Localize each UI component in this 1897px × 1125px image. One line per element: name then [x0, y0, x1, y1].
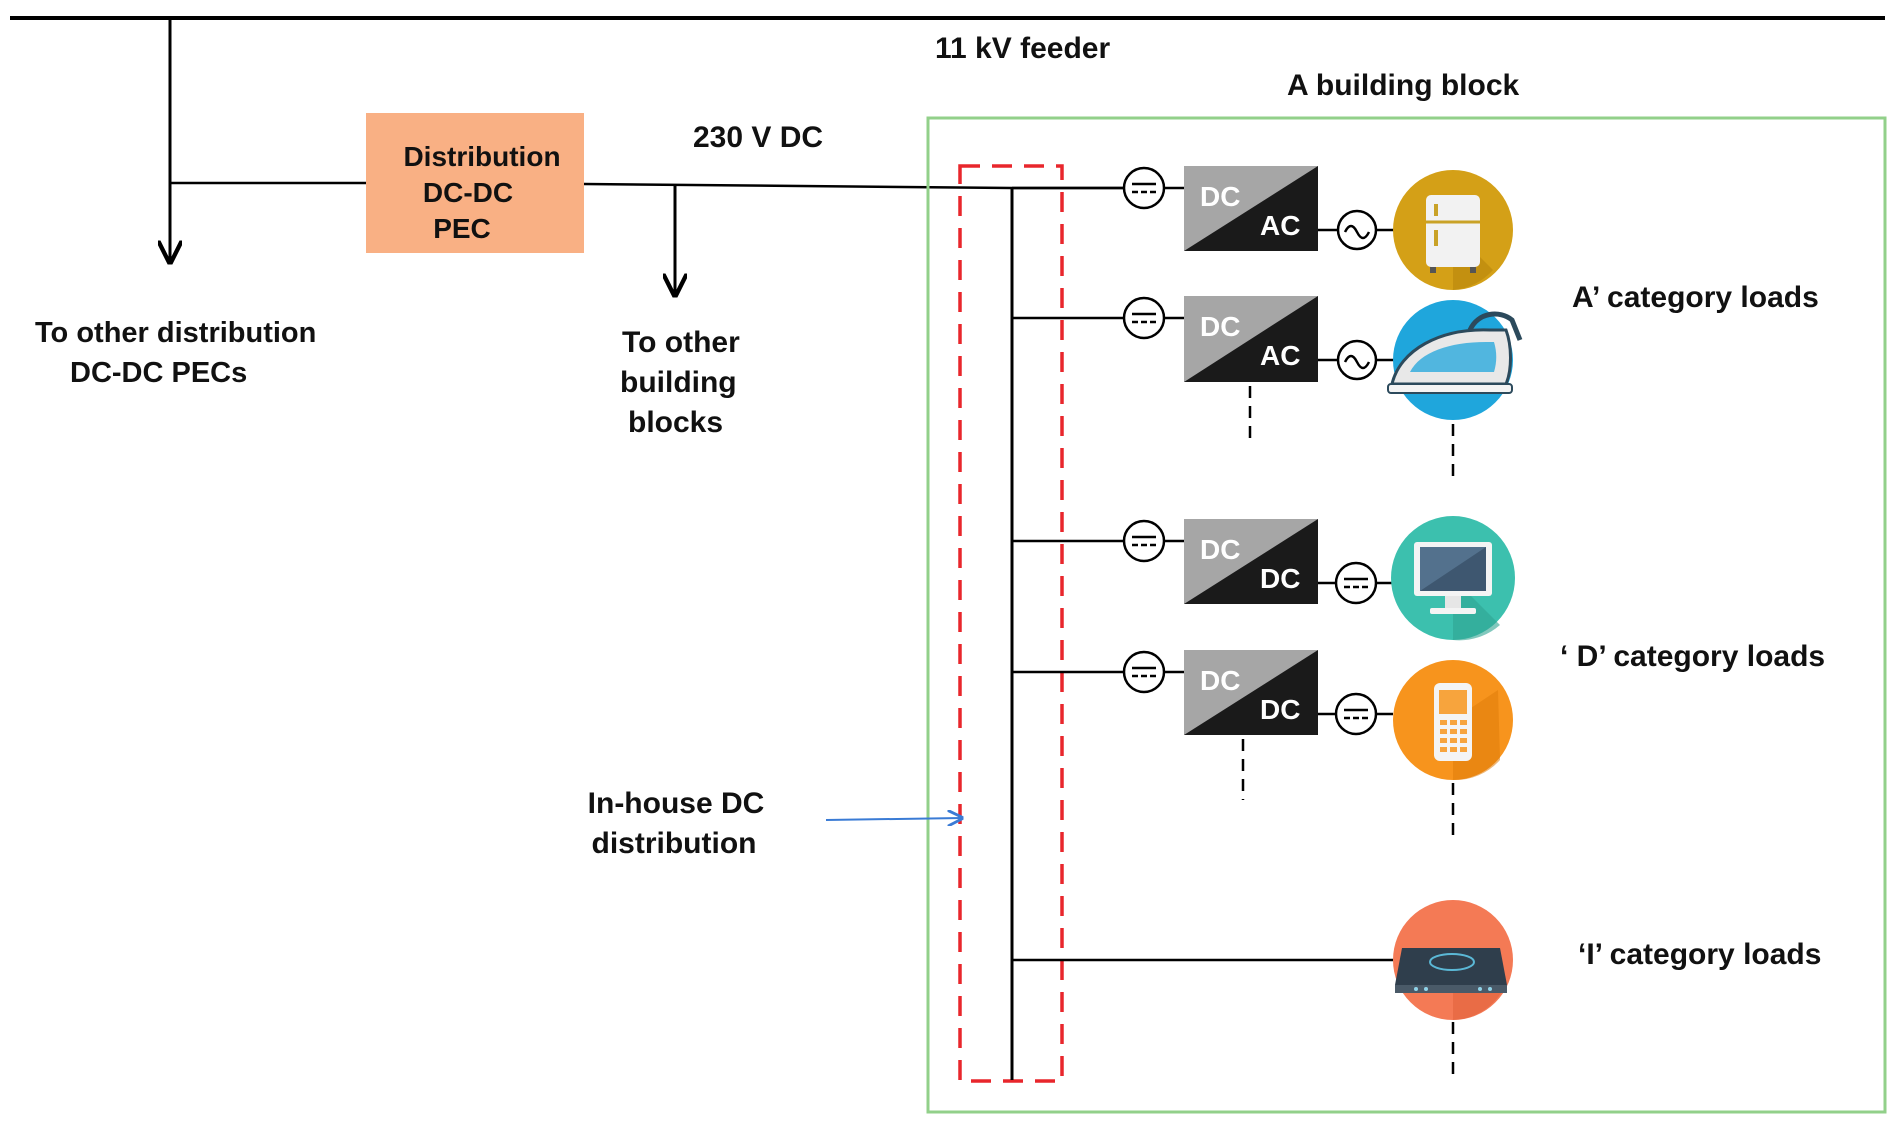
pec-label-1: Distribution [403, 141, 560, 172]
svg-text:DC: DC [1200, 534, 1240, 565]
converter-dc-dc-2: DC DC [1184, 650, 1318, 735]
converter-dc-ac-2: DC AC [1184, 296, 1318, 382]
inhouse-pointer-arrow [825, 818, 962, 820]
dc-symbol-icon [1122, 296, 1166, 340]
category-i-label: ‘I’ category loads [1578, 938, 1821, 971]
ac-symbol-icon [1336, 209, 1378, 251]
svg-text:DC: DC [1200, 181, 1240, 212]
other-blocks-label-1: To other [622, 326, 740, 359]
svg-text:DC: DC [1200, 311, 1240, 342]
dc-symbol-icon [1122, 166, 1166, 210]
dc-bus-line [583, 182, 1013, 190]
monitor-icon [1391, 516, 1515, 641]
svg-text:DC: DC [1200, 665, 1240, 696]
svg-text:DC: DC [1260, 563, 1300, 594]
other-pecs-label-1: To other distribution [35, 317, 316, 349]
dc-symbol-icon [1122, 519, 1166, 563]
mobile-phone-icon [1393, 660, 1513, 781]
converter-dc-ac-1: DC AC [1184, 166, 1318, 251]
iron-icon [1387, 300, 1523, 420]
building-block-label: A building block [1287, 69, 1520, 102]
category-a-label: A’ category loads [1572, 281, 1819, 314]
branch-1: DC AC [1012, 166, 1513, 290]
pec-label-3: PEC [433, 213, 491, 244]
category-d-label: ‘ D’ category loads [1560, 640, 1825, 673]
other-blocks-label-3: blocks [628, 406, 723, 439]
svg-text:AC: AC [1260, 340, 1300, 371]
branch-2: DC AC [1012, 296, 1523, 484]
other-pecs-label-2: DC-DC PECs [70, 357, 247, 389]
svg-text:AC: AC [1260, 210, 1300, 241]
other-blocks-label-2: building [620, 366, 737, 399]
pec-label-2: DC-DC [423, 177, 513, 208]
converter-dc-dc-1: DC DC [1184, 519, 1318, 604]
ac-symbol-icon [1336, 339, 1378, 381]
inhouse-label-1: In-house DC [588, 787, 765, 820]
dc-bus-label: 230 V DC [693, 121, 823, 154]
branch-5 [1012, 900, 1513, 1080]
feeder-label: 11 kV feeder [935, 32, 1110, 65]
induction-cooktop-icon [1393, 900, 1513, 1020]
inhouse-distribution-box [958, 164, 1064, 1083]
building-block-border [926, 116, 1887, 1114]
distribution-pec-box [366, 113, 584, 253]
dc-symbol-icon [1334, 692, 1378, 736]
dc-symbol-icon [1122, 650, 1166, 694]
svg-text:DC: DC [1260, 694, 1300, 725]
branch-4: DC DC [1012, 650, 1513, 835]
inhouse-label-2: distribution [592, 827, 757, 860]
refrigerator-icon [1393, 170, 1513, 290]
branch-3: DC DC [1012, 516, 1515, 641]
dc-symbol-icon [1334, 561, 1378, 605]
